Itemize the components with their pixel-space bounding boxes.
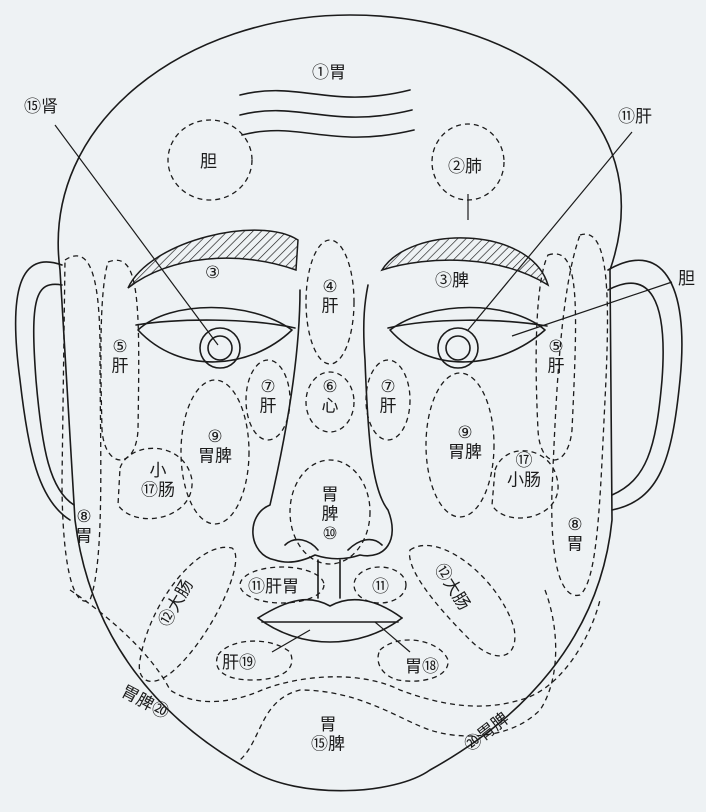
label-jaw-left: 胃脾⑳ <box>118 682 172 724</box>
right-ear <box>608 260 682 510</box>
pointer-kidney <box>55 125 218 345</box>
pointer-lip-left <box>272 630 310 652</box>
left-ear <box>16 262 74 520</box>
left-nostril <box>285 540 318 550</box>
label-kidney: ⑮肾 <box>24 97 58 117</box>
right-pupil <box>446 336 470 360</box>
forehead-wrinkle-3 <box>242 130 414 137</box>
left-eye <box>138 308 292 362</box>
label-lip-right: 胃⑱ <box>405 657 439 677</box>
head-outline <box>58 15 621 791</box>
upper-lip <box>258 600 402 618</box>
label-large-intestine-right: ⑫大肠 <box>430 560 474 614</box>
left-eyelid <box>136 320 295 328</box>
pointer-liver <box>468 132 632 330</box>
label-large-intestine-left: ⑫大肠 <box>155 576 198 630</box>
label-brow-right: ③脾 <box>435 271 469 291</box>
lower-lip <box>258 618 402 642</box>
pointer-gallbladder-ear <box>512 282 672 336</box>
label-gallbladder-ear: 胆 <box>678 269 695 289</box>
label-philtrum-left: ⑪肝胃 <box>248 577 299 597</box>
pointer-lip-right <box>375 622 410 652</box>
label-forehead-stomach: ①胃 <box>312 63 346 83</box>
label-liver-top: ⑪肝 <box>618 107 652 127</box>
right-nostril <box>348 540 382 550</box>
forehead-wrinkle-1 <box>240 90 410 97</box>
right-eye <box>390 308 545 362</box>
label-lung: ②肺 <box>448 157 482 177</box>
label-lip-left: 肝⑲ <box>222 653 256 673</box>
label-philtrum-right: ⑪ <box>372 577 389 597</box>
label-brow-left: ③ <box>205 263 220 283</box>
zone-ear-stomach-left <box>62 256 101 601</box>
philtrum <box>318 560 340 598</box>
label-gallbladder-forehead: 胆 <box>200 152 217 172</box>
label-jaw-right: ⑳胃脾 <box>461 709 514 756</box>
left-pupil <box>208 336 232 360</box>
forehead-wrinkle-2 <box>240 110 412 117</box>
right-eyelid <box>388 320 547 328</box>
